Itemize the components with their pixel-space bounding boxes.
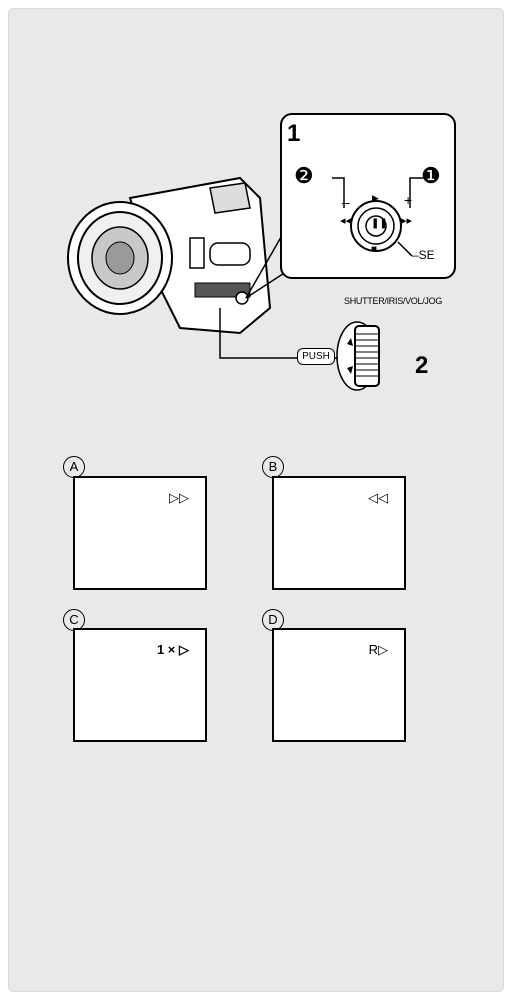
push-label: PUSH (297, 348, 335, 365)
fast-forward-icon: ▸▸ (401, 215, 413, 227)
screen-label-a: A (63, 456, 85, 478)
rewind-icon: ◂◂ (340, 215, 352, 227)
minus-sign: – (342, 194, 350, 210)
screen-a: ▷▷ (73, 476, 207, 590)
pause-icon: ❚❚ (371, 218, 388, 229)
dial-label: SHUTTER/IRIS/VOL/JOG (344, 296, 443, 306)
screen-c: 1 × ▷ (73, 628, 207, 742)
plus-sign: + (404, 192, 413, 208)
joystick-control (332, 177, 424, 257)
rewind-indicator: ◁◁ (368, 490, 388, 505)
callout-2: ❷ (294, 163, 314, 188)
stop-icon: ■ (371, 244, 378, 255)
normal-speed-indicator: 1 × ▷ (156, 642, 189, 657)
step-number-1: 1 (287, 120, 301, 147)
se-label: –SE (412, 248, 435, 262)
jog-dial-icon (336, 321, 380, 391)
manual-page: 1 ❷ ❶ – + ◂◂ ▸▸ ❚❚ ▶ ■ –SE SHUTTER/IRIS/… (8, 8, 504, 992)
control-callout-box (280, 113, 456, 279)
camcorder-illustration (67, 176, 342, 359)
callout-1: ❶ (421, 163, 441, 188)
reverse-play-indicator: R▷ (368, 642, 388, 657)
step-number-2: 2 (415, 352, 429, 379)
fast-forward-indicator: ▷▷ (169, 490, 189, 505)
screen-d: R▷ (272, 628, 406, 742)
screen-b: ◁◁ (272, 476, 406, 590)
play-icon: ▶ (372, 193, 379, 203)
screen-label-b: B (262, 456, 284, 478)
